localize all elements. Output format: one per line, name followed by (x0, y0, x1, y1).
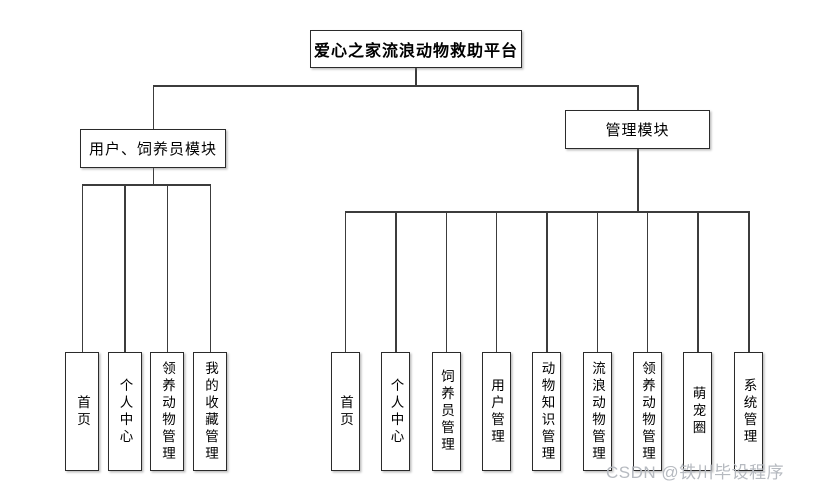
node-admin-breeder-mgmt: 饲养员管理 (431, 352, 461, 471)
connector-leaf-drop (646, 211, 648, 352)
connector-leaf-drop (697, 211, 699, 352)
node-admin-system-mgmt: 系统管理 (734, 352, 763, 471)
node-admin-user-mgmt: 用户管理 (481, 352, 511, 471)
node-label: 流浪动物管理 (590, 360, 605, 463)
connector-root-stub (415, 68, 417, 85)
watermark: CSDN @铁川毕设程序 (606, 463, 785, 482)
connector-leaf-drop (344, 211, 346, 352)
connector-leaf-drop (546, 211, 548, 352)
node-admin-pet-circle: 萌宠圈 (683, 352, 712, 471)
node-label: 领养动物管理 (640, 360, 655, 463)
connector-leaf-drop (81, 184, 83, 352)
connector-leaf-drop (445, 211, 447, 352)
node-label: 领养动物管理 (160, 360, 175, 463)
node-label: 用户管理 (489, 377, 504, 446)
connector-user-group-horizontal (81, 184, 211, 186)
node-user-home: 首页 (65, 352, 99, 471)
node-label: 首页 (338, 394, 353, 429)
connector-level1-horizontal (152, 85, 639, 87)
node-label: 管理模块 (605, 122, 670, 139)
node-label: 用户、饲养员模块 (88, 141, 217, 158)
node-user-adopt-animal-mgmt: 领养动物管理 (150, 352, 184, 471)
node-admin-adopt-animal-mgmt: 领养动物管理 (632, 352, 662, 471)
node-label: 我的收藏管理 (203, 360, 218, 463)
node-label: 饲养员管理 (439, 369, 454, 454)
node-label: 萌宠圈 (690, 386, 706, 437)
node-label: 系统管理 (741, 377, 757, 446)
node-module-user-breeder: 用户、饲养员模块 (80, 129, 226, 168)
node-admin-stray-animal-mgmt: 流浪动物管理 (582, 352, 612, 471)
node-admin-animal-knowledge-mgmt: 动物知识管理 (532, 352, 561, 471)
node-user-personal-center: 个人中心 (107, 352, 142, 471)
node-label: 爱心之家流浪动物救助平台 (313, 43, 518, 60)
connector-admin-module-drop (637, 85, 639, 110)
node-label: 个人中心 (117, 377, 133, 446)
node-admin-home: 首页 (330, 352, 360, 471)
connector-leaf-drop (596, 211, 598, 352)
connector-leaf-drop (124, 184, 126, 352)
node-admin-personal-center: 个人中心 (381, 352, 410, 471)
node-user-my-favorites-mgmt: 我的收藏管理 (193, 352, 227, 471)
connector-leaf-drop (748, 211, 750, 352)
node-module-admin: 管理模块 (565, 110, 710, 149)
connector-leaf-drop (395, 211, 397, 352)
connector-leaf-drop (495, 211, 497, 352)
connector-leaf-drop (166, 184, 168, 352)
connector-leaf-drop (209, 184, 211, 352)
node-label: 动物知识管理 (539, 360, 555, 463)
node-label: 首页 (75, 394, 90, 429)
connector-user-module-drop (152, 85, 154, 129)
node-label: 个人中心 (388, 377, 404, 446)
connector-admin-module-stub (636, 149, 639, 211)
connector-user-module-stub (152, 168, 154, 184)
node-root: 爱心之家流浪动物救助平台 (310, 30, 522, 68)
